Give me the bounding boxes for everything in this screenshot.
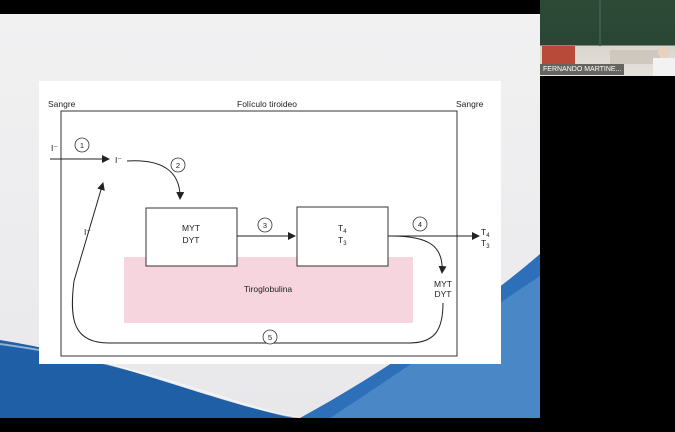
t4-t3-box: [296, 206, 389, 267]
label-blood-left: Sangre: [48, 99, 76, 109]
box1-line1: MYT: [182, 223, 200, 233]
output-t3: T3: [481, 238, 490, 250]
label-blood-right: Sangre: [456, 99, 484, 109]
iodide-recycle-arrow: [71, 182, 444, 344]
step-2-label: 2: [176, 161, 180, 170]
webcam-video-feed: [542, 0, 675, 76]
step-5-label: 5: [268, 333, 272, 342]
box2-line2: T3: [338, 235, 347, 247]
iodide-mid-label: I⁻: [115, 155, 122, 165]
step-5-circle: [262, 329, 278, 345]
participant-name-label: FERNANDO MARTINE...: [540, 64, 625, 75]
iodide-in-label: I⁻: [51, 143, 58, 153]
iodide-return-label: I⁻: [84, 227, 91, 237]
box2-line1: T4: [338, 223, 347, 235]
byproduct-line1: MYT: [434, 279, 452, 289]
box1-line2: DYT: [183, 235, 200, 245]
follicle-boundary: [60, 110, 458, 357]
output-t4: T4: [481, 227, 490, 239]
step-4-label: 4: [418, 220, 422, 229]
byproduct-line2: DYT: [435, 289, 452, 299]
step-2-circle: [170, 157, 186, 173]
organification-arrow: [126, 160, 185, 200]
step-3-label: 3: [263, 221, 267, 230]
thyroid-hormone-diagram: Sangre Folículo tiroideo Sangre Tiroglob…: [39, 81, 501, 364]
thyroglobulin-label: Tiroglobulina: [244, 284, 293, 294]
step-3-circle: [257, 217, 273, 233]
step-4-circle: [412, 216, 428, 232]
presentation-slide: Sangre Folículo tiroideo Sangre Tiroglob…: [0, 14, 540, 418]
deiodination-arrow: [390, 235, 447, 274]
thyroglobulin-region: [124, 257, 413, 323]
webcam-thumbnail[interactable]: FERNANDO MARTINE...: [540, 0, 675, 76]
step-1-label: 1: [80, 141, 84, 150]
label-follicle: Folículo tiroideo: [237, 99, 297, 109]
myt-dyt-box: [145, 207, 238, 267]
step-1-circle: [74, 137, 90, 153]
